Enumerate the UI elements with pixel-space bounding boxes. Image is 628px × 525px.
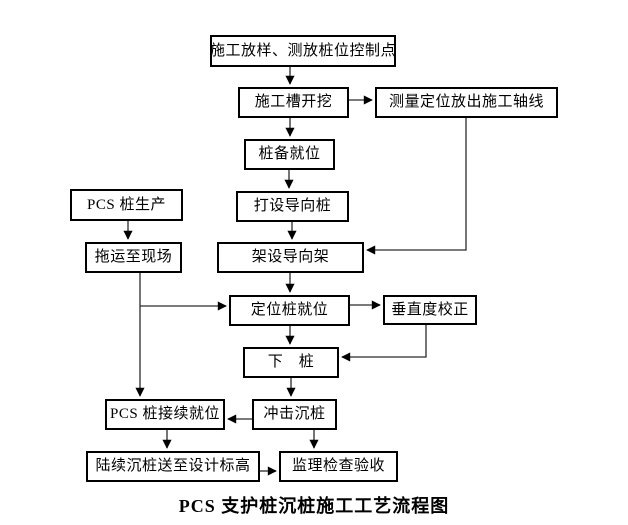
flow-node-survey-layout: 施工放样、测放桩位控制点 xyxy=(210,35,396,67)
flow-node-verticality-correction: 垂直度校正 xyxy=(383,295,477,325)
flow-node-pcs-pile-splicing: PCS 桩接续就位 xyxy=(105,399,225,430)
flow-node-supervision-inspection: 监理检查验收 xyxy=(279,451,398,482)
flow-node-axis-setting-out: 测量定位放出施工轴线 xyxy=(375,87,558,118)
flow-node-haul-to-site: 拖运至现场 xyxy=(85,242,182,273)
flow-node-impact-sinking: 冲击沉桩 xyxy=(252,399,337,430)
flow-node-erect-guide-frame: 架设导向架 xyxy=(217,242,364,273)
flow-node-pile-ready: 桩备就位 xyxy=(244,139,335,170)
flow-node-positioning-pile: 定位桩就位 xyxy=(229,295,350,326)
diagram-caption: PCS 支护桩沉桩施工工艺流程图 xyxy=(178,496,450,516)
flow-node-drive-guide-pile: 打设导向桩 xyxy=(236,191,349,222)
flow-node-trench-excavation: 施工槽开挖 xyxy=(238,87,349,118)
flow-node-sink-to-design-elevation: 陆续沉桩送至设计标高 xyxy=(86,451,260,482)
flow-node-pcs-pile-production: PCS 桩生产 xyxy=(70,189,183,221)
flow-node-lower-pile: 下 桩 xyxy=(243,347,339,378)
